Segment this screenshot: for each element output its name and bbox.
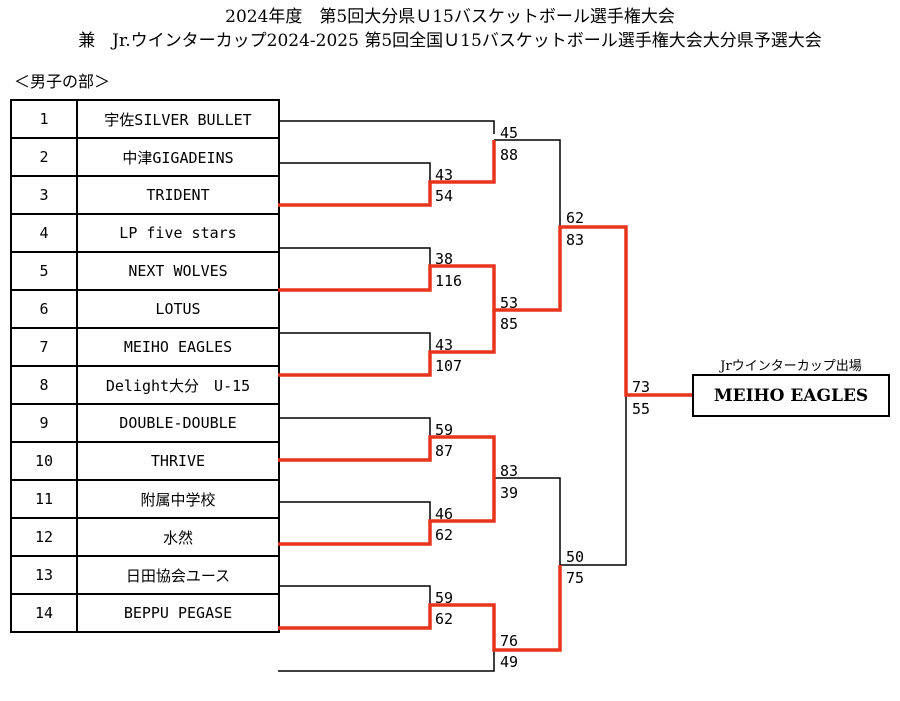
team-name: DOUBLE-DOUBLE: [76, 403, 280, 443]
team-number: 4: [10, 213, 78, 253]
winning-path: [278, 435, 496, 478]
bracket-line: [278, 417, 431, 437]
winner-caption: Jrウインターカップ出場: [720, 359, 862, 374]
team-name: 水然: [76, 517, 280, 557]
team-name: LP five stars: [76, 213, 280, 253]
team-name: MEIHO EAGLES: [76, 327, 280, 367]
score-label: 62: [566, 209, 584, 227]
team-name: 附属中学校: [76, 479, 280, 519]
score-label: 87: [435, 442, 453, 460]
team-name: Delight大分 U-15: [76, 365, 280, 405]
score-label: 76: [500, 632, 518, 650]
team-name: TRIDENT: [76, 175, 280, 215]
score-label: 59: [435, 421, 453, 439]
winner-box: MEIHO EAGLES: [692, 374, 890, 417]
team-number: 8: [10, 365, 78, 405]
score-label: 55: [632, 400, 650, 418]
team-name: 宇佐SILVER BULLET: [76, 99, 280, 139]
bracket-line: [278, 162, 431, 182]
score-label: 38: [435, 250, 453, 268]
team-number: 7: [10, 327, 78, 367]
score-label: 73: [632, 378, 650, 396]
score-label: 46: [435, 505, 453, 523]
team-number: 6: [10, 289, 78, 329]
team-number: 2: [10, 137, 78, 177]
team-name: LOTUS: [76, 289, 280, 329]
bracket-line: [278, 332, 431, 352]
bracket-line: [278, 585, 431, 605]
score-label: 49: [500, 653, 518, 671]
team-name: BEPPU PEGASE: [76, 593, 280, 633]
bracket-line: [278, 501, 431, 521]
team-name: THRIVE: [76, 441, 280, 481]
tournament-title: 2024年度 第5回大分県Ｕ15バスケットボール選手権大会: [225, 7, 675, 27]
score-label: 43: [435, 166, 453, 184]
score-label: 45: [500, 124, 518, 142]
winning-path: [278, 478, 496, 546]
team-name: 日田協会ユース: [76, 555, 280, 595]
score-label: 59: [435, 589, 453, 607]
team-number: 11: [10, 479, 78, 519]
team-number: 10: [10, 441, 78, 481]
team-number: 13: [10, 555, 78, 595]
score-label: 85: [500, 315, 518, 333]
winning-path: [278, 565, 562, 652]
score-label: 116: [435, 272, 462, 290]
team-number: 12: [10, 517, 78, 557]
winning-path: [278, 140, 496, 207]
bracket-line: [278, 120, 495, 134]
tournament-subtitle: 兼 Jr.ウインターカップ2024-2025 第5回全国Ｕ15バスケットボール選…: [78, 31, 822, 51]
bracket-line: [494, 139, 561, 227]
score-label: 75: [566, 569, 584, 587]
score-label: 43: [435, 336, 453, 354]
score-label: 83: [500, 462, 518, 480]
team-name: NEXT WOLVES: [76, 251, 280, 291]
score-label: 39: [500, 484, 518, 502]
score-label: 107: [435, 357, 462, 375]
score-label: 54: [435, 187, 453, 205]
team-number: 14: [10, 593, 78, 633]
score-label: 50: [566, 548, 584, 566]
team-name: 中津GIGADEINS: [76, 137, 280, 177]
winning-path: [278, 310, 496, 377]
score-label: 62: [435, 526, 453, 544]
bracket-line: [560, 395, 627, 566]
team-number: 5: [10, 251, 78, 291]
team-number: 3: [10, 175, 78, 215]
score-label: 62: [435, 610, 453, 628]
winning-path: [278, 225, 692, 397]
bracket-line: [560, 226, 627, 395]
score-label: 83: [566, 231, 584, 249]
bracket-line: [278, 650, 495, 672]
bracket-line: [494, 477, 561, 565]
score-label: 88: [500, 146, 518, 164]
score-label: 53: [500, 294, 518, 312]
team-number: 9: [10, 403, 78, 443]
team-number: 1: [10, 99, 78, 139]
bracket-line: [278, 247, 431, 266]
division-label: ＜男子の部＞: [14, 72, 111, 91]
